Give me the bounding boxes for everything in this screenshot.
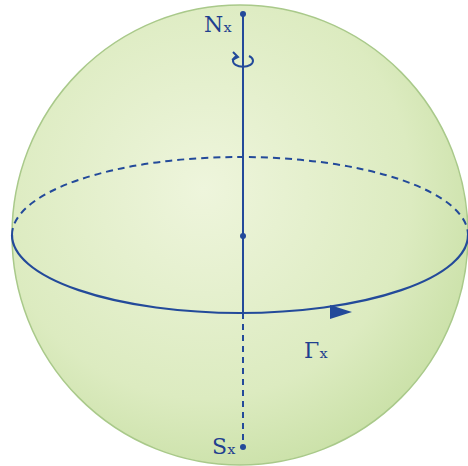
rotation-arrow (232, 52, 238, 60)
pole-label: Γₓ (304, 340, 329, 362)
sphere (12, 5, 468, 465)
equator-arrow (330, 305, 352, 319)
axis (242, 14, 244, 313)
center-dot (240, 233, 246, 239)
north-pole (240, 11, 246, 17)
equator-back (12, 157, 468, 235)
equator-front (12, 235, 468, 313)
south-pole (240, 444, 246, 450)
pole-label: Nₓ (204, 14, 233, 36)
axis-hidden (242, 313, 244, 446)
pole-label: Sₓ (212, 436, 236, 458)
